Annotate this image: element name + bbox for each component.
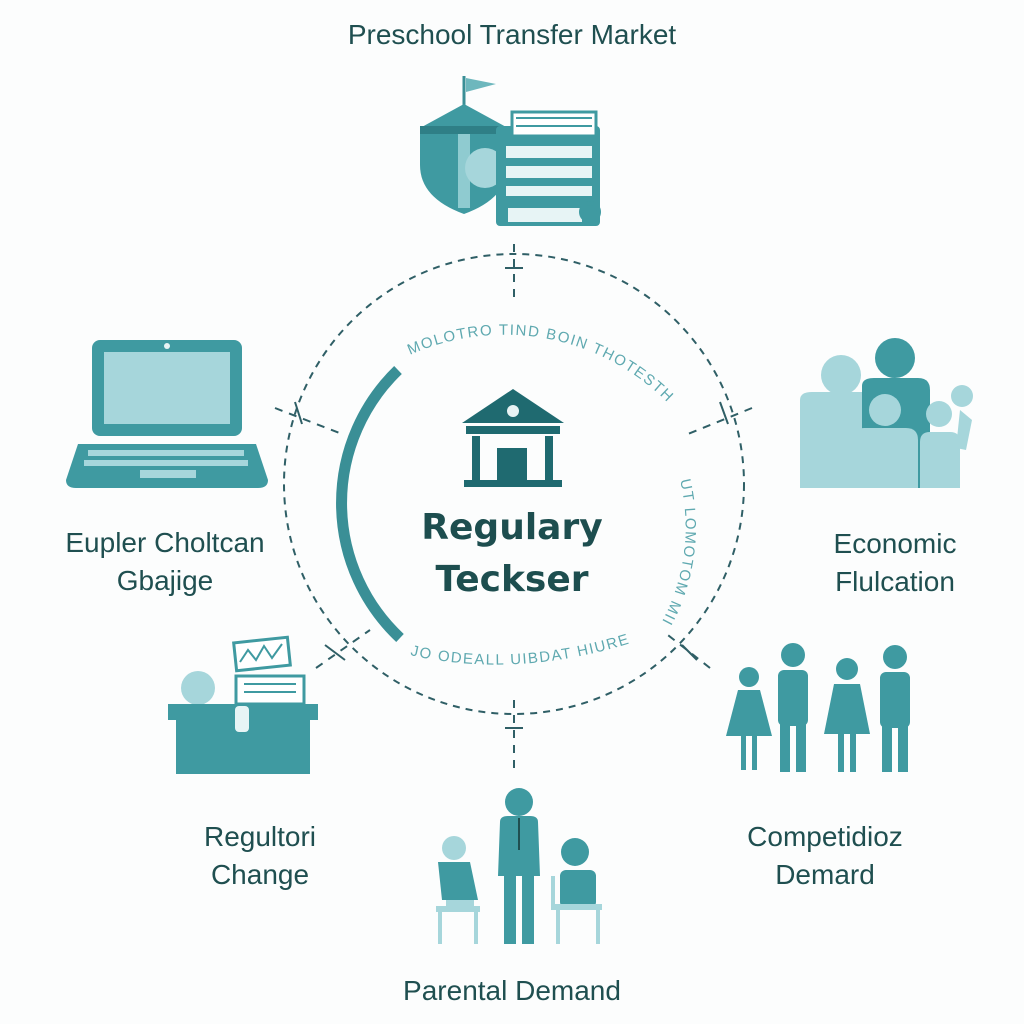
parent-teacher-children-icon <box>436 788 602 944</box>
bottom-right-node-label-line-2: Demard <box>705 856 945 894</box>
regulation-box-icon <box>168 637 318 774</box>
left-node-label: Eupler Choltcan Gbajige <box>20 524 310 600</box>
bottom-left-node-label-line-1: Regultori <box>150 818 370 856</box>
center-label-line-2: Teckser <box>362 554 662 606</box>
school-shield-and-document-icon <box>420 76 600 226</box>
bottom-left-node-label: Regultori Change <box>150 818 370 894</box>
laptop-icon <box>66 340 268 488</box>
bottom-right-node-label: Competidioz Demard <box>705 818 945 894</box>
family-group-icon <box>800 338 973 488</box>
center-label-line-1: Regulary <box>362 502 662 554</box>
bottom-node-label: Parental Demand <box>312 972 712 1010</box>
diagram-title: Preschool Transfer Market <box>262 16 762 54</box>
government-building-icon <box>462 389 564 487</box>
center-label: Regulary Teckser <box>362 502 662 606</box>
bottom-right-node-label-line-1: Competidioz <box>705 818 945 856</box>
right-node-label-line-2: Flulcation <box>790 563 1000 601</box>
left-node-label-line-1: Eupler Choltcan <box>20 524 310 562</box>
people-group-icon <box>726 643 910 772</box>
bottom-left-node-label-line-2: Change <box>150 856 370 894</box>
right-node-label-line-1: Economic <box>790 525 1000 563</box>
ring-text-bottom: JO ODEALL UIBDAT HIURE <box>409 631 632 669</box>
right-node-label: Economic Flulcation <box>790 525 1000 601</box>
left-node-label-line-2: Gbajige <box>20 562 310 600</box>
